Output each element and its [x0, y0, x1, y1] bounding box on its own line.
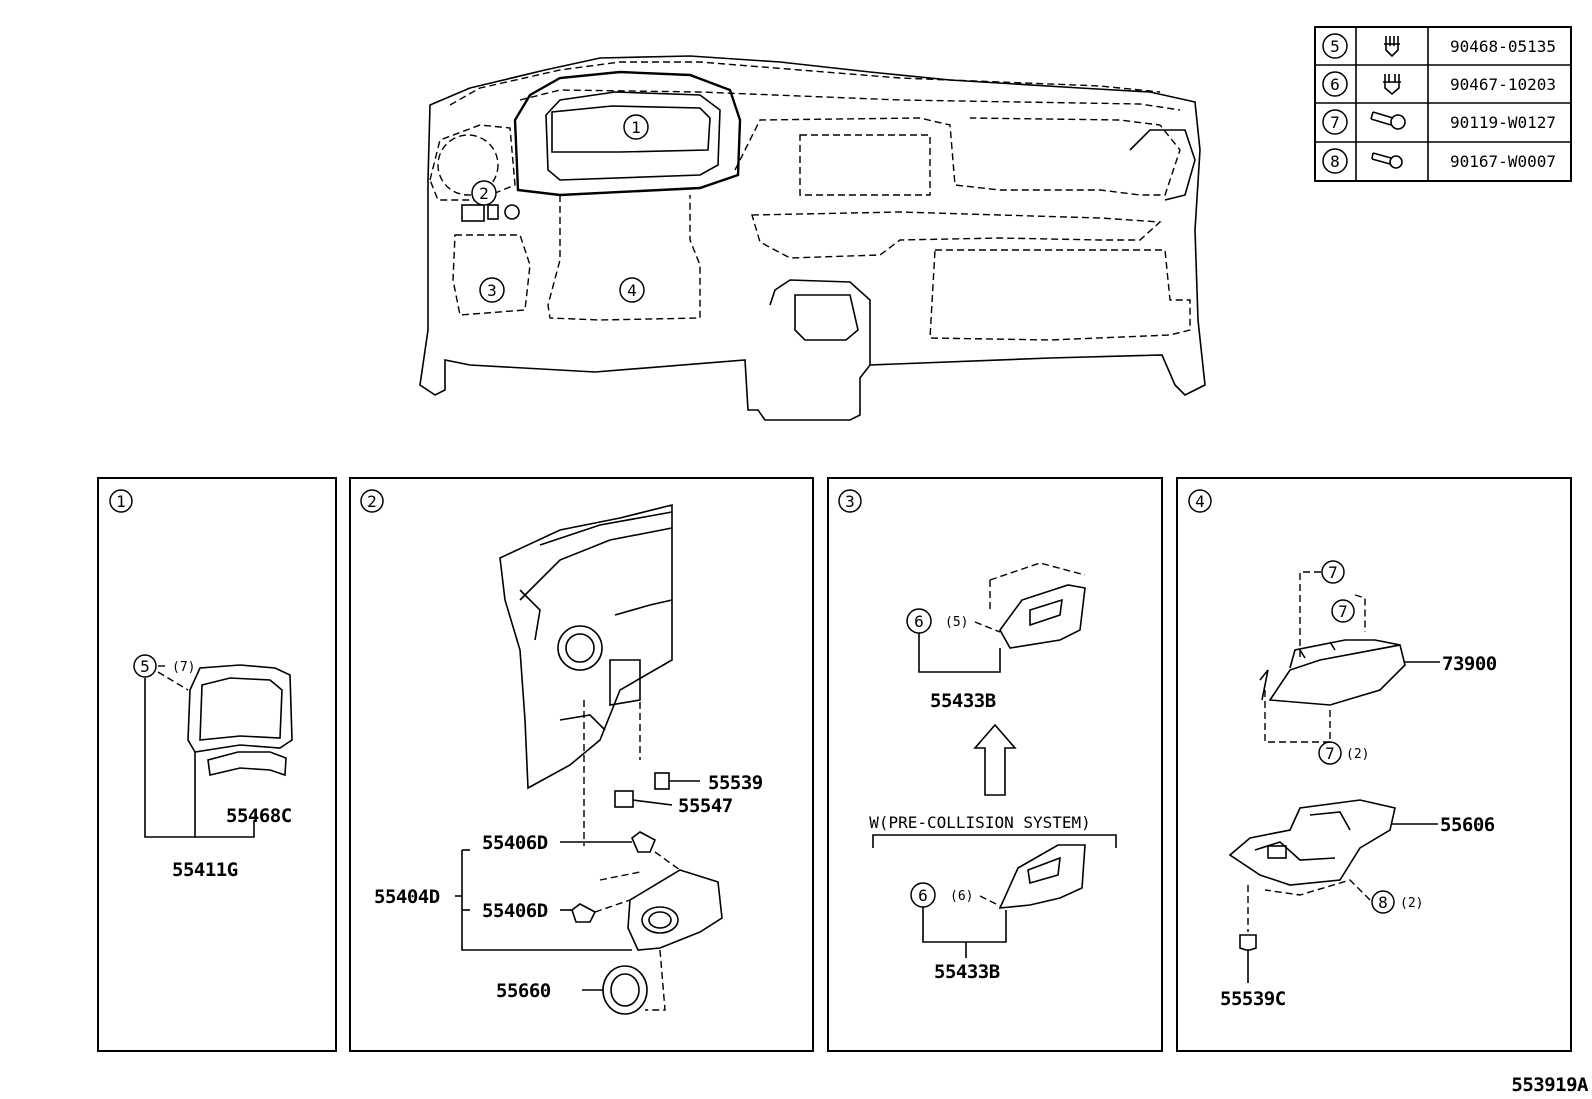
callout-ref: 7 — [1328, 563, 1338, 582]
panel-number: 1 — [116, 492, 126, 511]
fastener-legend-table: 5 90468-05135 6 90467-10203 7 90119-W012… — [1314, 26, 1572, 182]
detail-panel-4: 4 7 7 7 (2) 73900 55606 8 (2) — [1176, 477, 1572, 1052]
part-number-73900: 73900 — [1442, 653, 1497, 675]
panel-number: 4 — [1195, 492, 1205, 511]
diagram-code: 553919A — [1511, 1074, 1589, 1096]
svg-text:2: 2 — [479, 184, 489, 203]
overview-callout-1: 1 — [623, 114, 649, 140]
switch-drawing — [654, 772, 670, 790]
callout-circle — [1322, 148, 1348, 174]
part-number-55468C: 55468C — [226, 805, 292, 827]
fastener-ref: 6 — [1330, 75, 1340, 94]
fastener-part-no: 90167-W0007 — [1450, 152, 1556, 171]
fastener-ref: 7 — [1330, 113, 1340, 132]
detail-panel-2: 2 55539 55547 — [349, 477, 814, 1052]
fastener-row-8: 8 90167-W0007 — [1322, 148, 1556, 174]
svg-text:1: 1 — [631, 118, 641, 137]
callout-ref: 7 — [1338, 602, 1348, 621]
callout-ref: 6 — [918, 886, 928, 905]
overview-callout-3: 3 — [479, 277, 505, 303]
svg-text:4: 4 — [627, 281, 637, 300]
part-number-55539C: 55539C — [1220, 988, 1286, 1010]
callout-quantity: (7) — [172, 660, 195, 675]
part-number-55433B: 55433B — [934, 961, 1000, 983]
condition-label: W(PRE-COLLISION SYSTEM) — [869, 813, 1091, 832]
fastener-ref: 8 — [1330, 152, 1340, 171]
detail-panel-1: 1 5 (7) 55468C 55411G — [97, 477, 337, 1052]
callout-circle — [1322, 109, 1348, 135]
cluster-bezel-drawing — [187, 664, 293, 777]
fastener-row-6: 6 90467-10203 — [1322, 71, 1556, 97]
callout-ref: 6 — [914, 612, 924, 631]
lower-panel-cover-drawing — [989, 562, 1086, 649]
screw-icon — [1370, 111, 1406, 130]
callout-quantity: (5) — [945, 615, 968, 630]
panel-number: 2 — [367, 492, 377, 511]
reinforcement-drawing — [1228, 799, 1396, 886]
svg-text:3: 3 — [487, 281, 497, 300]
callout-ref: 7 — [1325, 744, 1335, 763]
switch-drawing — [614, 790, 634, 808]
screw-icon — [1371, 152, 1403, 169]
callout-ref: 8 — [1378, 893, 1388, 912]
arrow-up-icon — [973, 723, 1017, 796]
callout-quantity: (2) — [1346, 747, 1369, 762]
panel-number: 3 — [845, 492, 855, 511]
fastener-part-no: 90119-W0127 — [1450, 113, 1556, 132]
detail-panel-3: 3 6 (5) 55433B W(PRE-COLLISION SYSTEM) 6… — [827, 477, 1163, 1052]
fastener-ref: 5 — [1330, 37, 1340, 56]
part-number-55411G: 55411G — [172, 859, 238, 881]
part-number-55547: 55547 — [678, 795, 733, 817]
part-number-55406D: 55406D — [482, 900, 548, 922]
fastener-row-7: 7 90119-W0127 — [1322, 109, 1556, 135]
callout-quantity: (2) — [1400, 896, 1423, 911]
overview-callout-2: 2 — [471, 180, 497, 206]
callout-quantity: (6) — [950, 889, 973, 904]
callout-ref: 5 — [140, 657, 150, 676]
fastener-row-5: 5 90468-05135 — [1322, 33, 1556, 59]
lower-cover-drawing — [571, 831, 723, 1015]
part-number-55404D: 55404D — [374, 886, 440, 908]
clip-icon — [1384, 36, 1400, 58]
callout-circle — [1322, 33, 1348, 59]
part-number-55433B: 55433B — [930, 690, 996, 712]
dash-left-end-drawing — [499, 503, 673, 790]
clip-icon — [1383, 74, 1401, 96]
lower-panel-cover-drawing — [998, 844, 1086, 909]
fastener-part-no: 90467-10203 — [1450, 75, 1556, 94]
overview-callout-4: 4 — [619, 277, 645, 303]
fastener-part-no: 90468-05135 — [1450, 37, 1556, 56]
part-number-55660: 55660 — [496, 980, 551, 1002]
instrument-panel-overview: 1 2 3 4 — [419, 55, 1206, 421]
part-number-55606: 55606 — [1440, 814, 1495, 836]
glove-box-drawing — [1259, 639, 1406, 706]
part-number-55539: 55539 — [708, 772, 763, 794]
part-number-55406D: 55406D — [482, 832, 548, 854]
callout-circle — [1322, 71, 1348, 97]
clip-drawing — [1239, 934, 1257, 951]
